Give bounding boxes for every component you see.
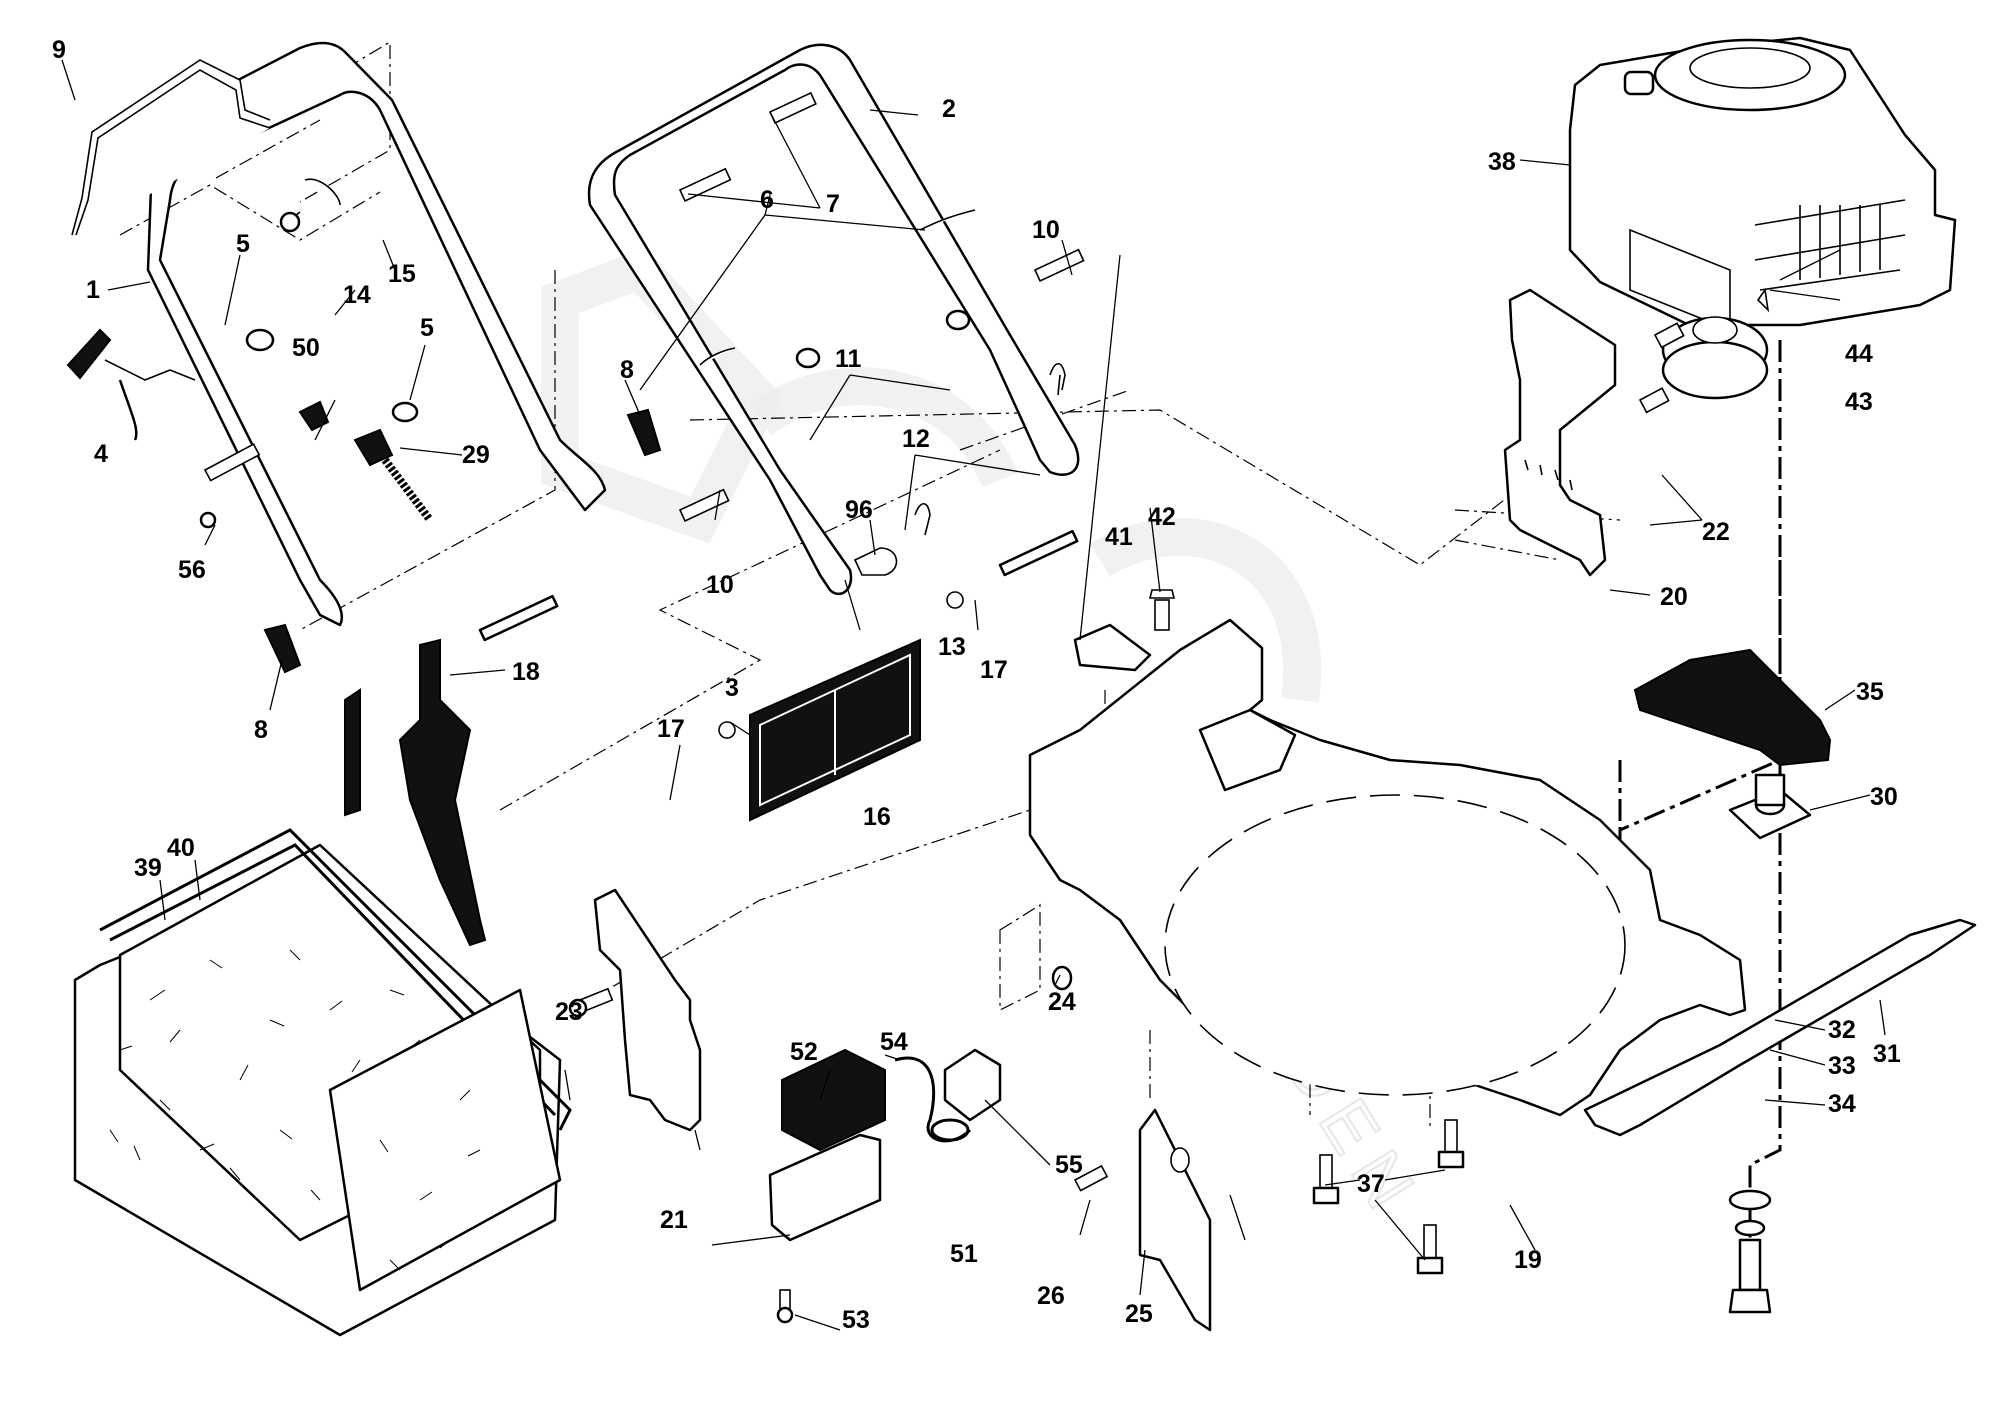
height-bracket-left: [568, 888, 702, 1132]
callout-32: 32: [1828, 1016, 1856, 1044]
callout-29: 29: [462, 441, 490, 469]
callout-38: 38: [1488, 148, 1516, 176]
callout-12: 12: [902, 425, 930, 453]
callout-9: 9: [52, 36, 66, 64]
callout-15: 15: [388, 260, 416, 288]
height-bracket-right: [1503, 288, 1617, 577]
belt-cover: [1633, 648, 1832, 767]
callout-26: 26: [1037, 1282, 1065, 1310]
callout-labels: 9 1 2 3 4 5 5 6 7 8 8 10 10 11 12 13 14 …: [52, 36, 1901, 1334]
callout-44: 44: [1845, 340, 1873, 368]
callout-17-right: 17: [980, 656, 1008, 684]
handle-hardware: [199, 178, 419, 529]
blade-hardware: [1728, 1189, 1772, 1314]
callout-24: 24: [1048, 988, 1076, 1016]
cable-assembly: [298, 400, 434, 523]
bracket-bolts: [1638, 322, 1685, 414]
callout-22: 22: [1702, 518, 1730, 546]
callout-50: 50: [292, 334, 320, 362]
callout-8-lower: 8: [254, 716, 268, 744]
callout-55: 55: [1055, 1151, 1083, 1179]
battery-assembly: [768, 1048, 1002, 1324]
callout-20: 20: [1660, 583, 1688, 611]
callout-37: 37: [1357, 1170, 1385, 1198]
callout-10-right: 10: [1032, 216, 1060, 244]
callout-39: 39: [134, 854, 162, 882]
blade: [1583, 918, 1977, 1137]
callout-5-right: 5: [420, 314, 434, 342]
callout-6: 6: [760, 186, 774, 214]
callout-5-left: 5: [236, 230, 250, 258]
callout-41: 41: [1105, 523, 1133, 551]
bag-texture: [109, 949, 481, 1271]
rear-deflector: [478, 529, 1079, 822]
callout-35: 35: [1856, 678, 1884, 706]
callout-18: 18: [512, 658, 540, 686]
callout-51: 51: [950, 1240, 978, 1268]
deck-housing: [1028, 618, 1747, 1117]
callout-11: 11: [835, 345, 862, 373]
upper-handle-hardware: [678, 91, 1085, 576]
callout-8-upper: 8: [620, 356, 634, 384]
callout-17-left: 17: [657, 715, 685, 743]
callout-31: 31: [1873, 1040, 1901, 1068]
callout-2: 2: [942, 95, 956, 123]
callout-33: 33: [1828, 1052, 1856, 1080]
callout-4: 4: [94, 440, 108, 468]
lower-handle: [146, 41, 607, 627]
grass-bag: [73, 828, 572, 1337]
callout-40: 40: [167, 834, 195, 862]
handle-knob: [66, 328, 196, 441]
callout-43: 43: [1845, 388, 1873, 416]
callout-56: 56: [178, 556, 206, 584]
callout-13: 13: [938, 633, 966, 661]
callout-10-left: 10: [706, 571, 734, 599]
blade-adapter: [1728, 773, 1812, 840]
engine: [1568, 36, 1957, 342]
callout-52: 52: [790, 1038, 818, 1066]
mulch-plug: [344, 638, 487, 947]
callout-21: 21: [660, 1206, 688, 1234]
callout-23: 23: [555, 998, 583, 1026]
pulley-and-key: [1661, 287, 1770, 400]
callout-19: 19: [1514, 1246, 1542, 1274]
callout-30: 30: [1870, 783, 1898, 811]
callout-3: 3: [725, 674, 739, 702]
callout-54: 54: [880, 1028, 908, 1056]
leader-lines: [61, 59, 1886, 1331]
deck-nut: [1051, 965, 1073, 991]
deflector-plate: [1073, 589, 1176, 672]
callout-96: 96: [845, 496, 873, 524]
callout-1: 1: [86, 276, 100, 304]
control-bail: [71, 59, 271, 236]
side-deflector: [1073, 1108, 1212, 1332]
callout-16: 16: [863, 803, 891, 831]
callout-25: 25: [1125, 1300, 1153, 1328]
callout-14: 14: [343, 281, 371, 309]
callout-53: 53: [842, 1306, 870, 1334]
callout-7: 7: [826, 190, 840, 218]
callout-42: 42: [1148, 503, 1176, 531]
wing-knobs: [263, 408, 662, 674]
upper-handle: [587, 43, 1080, 596]
engine-bolts: [1312, 1119, 1465, 1275]
callout-34: 34: [1828, 1090, 1856, 1118]
